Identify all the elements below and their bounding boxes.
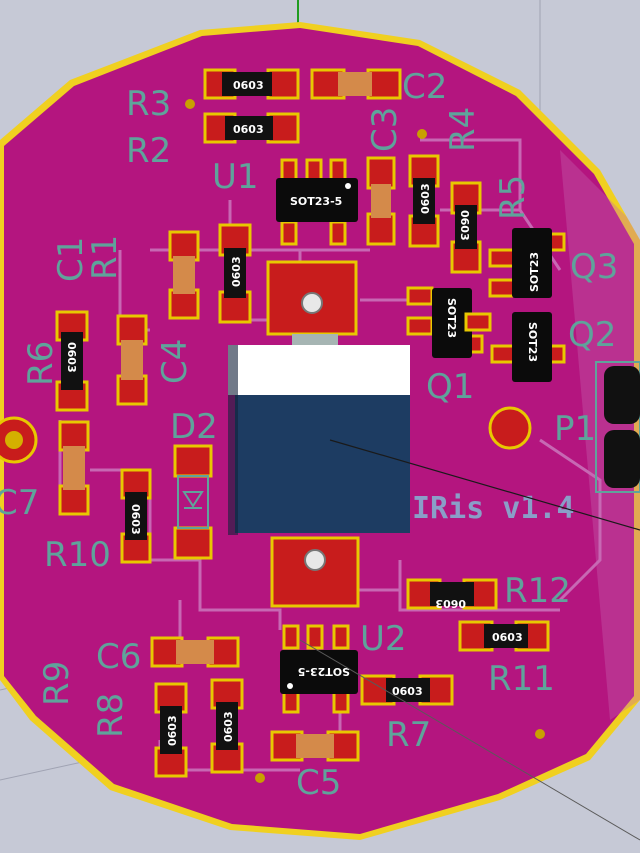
r3-package: 0603 <box>233 79 264 92</box>
q1-package: SOT23 <box>445 298 458 338</box>
via <box>417 129 427 139</box>
r1-package: 0603 <box>230 256 243 287</box>
r4-package: 0603 <box>419 183 432 214</box>
r5-package: 0603 <box>458 210 471 241</box>
label-c2: C2 <box>402 67 447 107</box>
label-c7: C7 <box>0 483 39 523</box>
label-r7: R7 <box>386 715 431 755</box>
label-c6: C6 <box>96 637 141 677</box>
r10-resistor: 0603 <box>120 468 152 564</box>
label-c3: C3 <box>365 107 405 152</box>
r1-resistor: 0603 <box>218 223 252 324</box>
r9-package: 0603 <box>166 715 179 746</box>
r8-resistor: 0603 <box>210 678 244 774</box>
q2-transistor: SOT23 <box>464 312 566 382</box>
r12-resistor: 0603 <box>406 578 498 610</box>
via <box>535 729 545 739</box>
label-r3: R3 <box>126 84 171 124</box>
connector-header <box>595 361 640 493</box>
via <box>255 773 265 783</box>
label-c5: C5 <box>296 763 341 803</box>
q3-package: SOT23 <box>528 252 541 292</box>
u2-package: SOT23-5 <box>298 665 350 678</box>
r7-resistor: 0603 <box>360 674 454 706</box>
c5-capacitor <box>270 730 360 762</box>
label-r9: R9 <box>37 661 77 706</box>
axis-line <box>329 439 640 531</box>
components: 0603 0603 SOT23-5 <box>0 68 640 783</box>
r3-resistor: 0603 <box>203 68 300 100</box>
q1-transistor: SOT23 <box>406 286 484 358</box>
r6-package: 0603 <box>65 342 78 373</box>
label-r6: R6 <box>21 341 61 386</box>
label-r5: R5 <box>493 175 533 220</box>
axis-line <box>299 639 640 841</box>
q3-transistor: SOT23 <box>488 228 566 298</box>
label-q1: Q1 <box>426 367 474 407</box>
label-r8: R8 <box>91 693 131 738</box>
r8-package: 0603 <box>222 711 235 742</box>
label-c1: C1 <box>51 237 91 282</box>
label-r11: R11 <box>488 659 555 699</box>
via <box>185 99 195 109</box>
r2-resistor: 0603 <box>203 112 300 144</box>
label-r10: R10 <box>44 535 111 575</box>
label-u1: U1 <box>212 157 259 197</box>
q2-package: SOT23 <box>526 322 539 362</box>
label-p1: P1 <box>554 409 596 449</box>
r11-resistor: 0603 <box>458 620 550 652</box>
c2-capacitor <box>310 68 402 100</box>
label-c4: C4 <box>155 339 195 384</box>
u1-package: SOT23-5 <box>290 195 342 208</box>
c7-capacitor <box>58 420 90 516</box>
c1-capacitor <box>168 230 200 320</box>
regulator-d2pak <box>228 260 410 608</box>
r4-resistor: 0603 <box>408 154 440 248</box>
r5-resistor: 0603 <box>450 181 482 274</box>
r12-package: 0603 <box>435 597 466 610</box>
label-q2: Q2 <box>568 315 616 355</box>
r2-package: 0603 <box>233 123 264 136</box>
c4-capacitor <box>116 314 148 406</box>
r9-resistor: 0603 <box>154 682 188 778</box>
label-d2: D2 <box>170 407 218 447</box>
label-r2: R2 <box>126 131 171 171</box>
silkscreen-labels: R3 C2 R2 U1 C3 R4 R5 C1 R1 Q3 Q2 R6 C4 Q… <box>0 67 618 803</box>
r6-resistor: 0603 <box>55 310 89 412</box>
u2-regulator: SOT23-5 <box>280 624 358 714</box>
u1-regulator: SOT23-5 <box>276 158 358 246</box>
r10-package: 0603 <box>129 504 142 535</box>
label-u2: U2 <box>360 619 407 659</box>
d2-diode <box>173 444 213 560</box>
label-q3: Q3 <box>570 247 618 287</box>
mounting-pad <box>0 416 38 464</box>
board-title: IRis v1.4 <box>412 491 575 526</box>
c6-capacitor <box>150 636 240 668</box>
label-r12: R12 <box>504 571 571 611</box>
label-r1: R1 <box>85 235 125 280</box>
c3-capacitor <box>366 156 396 246</box>
r11-package: 0603 <box>492 631 523 644</box>
p1-pad <box>488 406 532 450</box>
label-r4: R4 <box>443 107 483 152</box>
r7-package: 0603 <box>392 685 423 698</box>
